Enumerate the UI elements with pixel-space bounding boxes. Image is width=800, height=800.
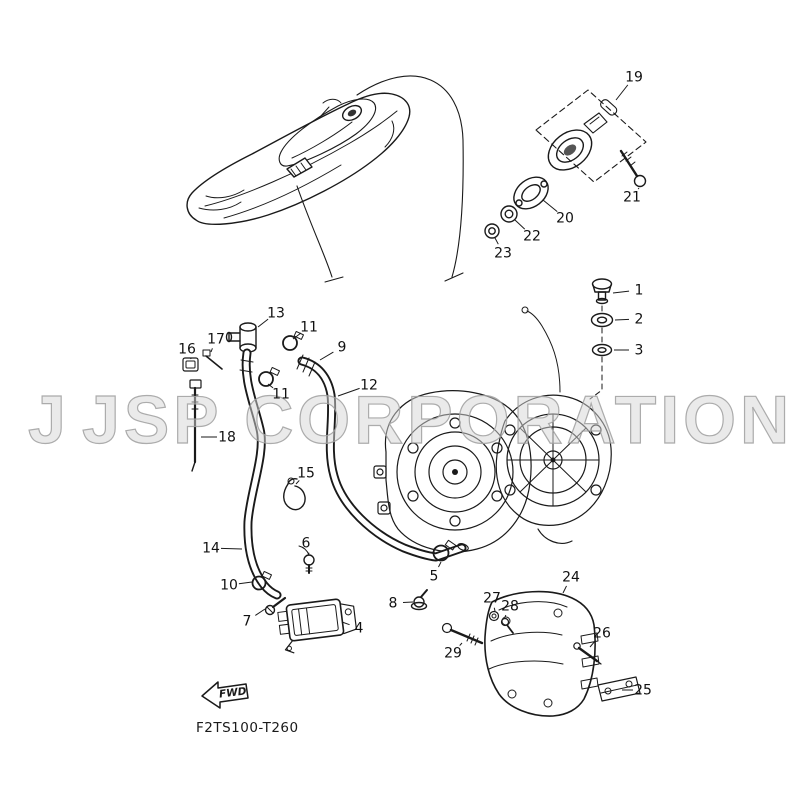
callout-label: 21	[623, 190, 641, 206]
electrical-unit-4	[277, 598, 358, 654]
callout-label: 14	[202, 541, 220, 557]
clamp-11a	[282, 330, 304, 351]
callout-label: 23	[494, 246, 512, 262]
callout-leader	[562, 585, 567, 594]
dashed-kit-box	[535, 89, 647, 183]
hook-15	[283, 477, 306, 511]
screw-28	[500, 617, 514, 634]
bolt-29	[441, 622, 484, 646]
washer-22	[500, 205, 518, 223]
callout-leader	[612, 290, 630, 294]
nut-23	[484, 223, 500, 239]
callout-layer: 1234567891011111213141516171819202122232…	[178, 70, 652, 699]
callout-label: 17	[207, 332, 225, 348]
callout-label: 10	[220, 578, 238, 594]
callout-label: 13	[267, 306, 285, 322]
callout-label: 5	[430, 569, 439, 585]
callout-label: 1	[635, 283, 644, 299]
callout-label: 18	[218, 430, 236, 446]
callout-label: 20	[556, 211, 574, 227]
deck-fitting-part	[341, 104, 363, 122]
callout-label: 4	[355, 621, 364, 637]
callout-label: 7	[243, 614, 252, 630]
callout-leader	[292, 332, 302, 340]
callout-leader	[504, 614, 507, 618]
callout-leader	[210, 348, 213, 353]
fwd-arrow	[201, 681, 249, 709]
callout-leader	[341, 621, 350, 626]
callout-label: 11	[272, 387, 290, 403]
callout-label: 6	[302, 536, 311, 552]
callout-label: 2	[635, 312, 644, 328]
clamp-5	[432, 539, 457, 562]
callout-label: 15	[297, 466, 315, 482]
bracket-group	[441, 590, 641, 717]
washer-27	[488, 610, 500, 622]
callout-leader	[589, 640, 596, 648]
gasket-20	[513, 176, 549, 210]
rivet-1	[591, 278, 613, 305]
reference-curves	[296, 75, 464, 283]
band-18	[189, 379, 202, 472]
clip-16	[182, 357, 199, 372]
jet-ski-illustration	[186, 92, 411, 225]
callout-label: 9	[338, 340, 347, 356]
callout-leader	[542, 199, 558, 213]
fwd-label: FWD	[218, 685, 247, 700]
callout-label: 12	[360, 378, 378, 394]
washer-3	[591, 343, 613, 357]
callout-leader	[493, 607, 496, 612]
callout-leader	[615, 84, 629, 101]
callout-leader	[337, 387, 360, 397]
callout-label: 28	[501, 599, 519, 615]
fastener-group-right	[589, 278, 614, 400]
pump-housing	[373, 306, 612, 553]
callout-leader	[319, 351, 334, 361]
callout-leader	[220, 547, 243, 550]
clamp-10	[251, 570, 272, 591]
clamp-11b	[258, 366, 280, 387]
callout-leader	[267, 383, 274, 389]
screw-7	[264, 596, 287, 616]
callout-label: 27	[483, 591, 501, 607]
callout-label: 16	[178, 342, 196, 358]
callout-leader	[238, 581, 253, 585]
callout-leader	[257, 318, 269, 328]
callout-label: 22	[523, 229, 541, 245]
fitting-13	[225, 322, 257, 353]
grommet-2	[590, 312, 614, 328]
callout-leader	[295, 480, 300, 485]
callout-leader	[459, 642, 463, 646]
bolt-8	[410, 589, 428, 611]
callout-label: 29	[444, 646, 462, 662]
watermark-mark: J	[28, 382, 70, 458]
callout-label: 11	[300, 320, 318, 336]
hull-vent-part	[286, 157, 313, 178]
callout-label: 3	[635, 343, 644, 359]
part-code: F2TS100-T260	[196, 720, 299, 736]
hose-assembly	[182, 322, 469, 616]
plate-bracket-25	[597, 676, 641, 702]
pin-26	[573, 642, 602, 665]
callout-leader	[255, 608, 266, 616]
callout-label: 25	[634, 683, 652, 699]
callout-label: 26	[593, 626, 611, 642]
tie-17	[202, 349, 223, 370]
callout-label: 19	[625, 70, 643, 86]
watermark: J JSP CORPORATION	[27, 381, 793, 458]
outlet-fitting-group	[484, 89, 647, 239]
callout-leader	[614, 318, 630, 321]
bolt-21	[619, 149, 647, 188]
callout-leader	[402, 601, 414, 603]
watermark-text: JSP CORPORATION	[82, 382, 793, 458]
callout-label: 24	[562, 570, 580, 586]
callout-leader	[514, 219, 526, 230]
callout-label: 8	[389, 596, 398, 612]
callout-leader	[438, 561, 442, 568]
callout-leader	[637, 187, 640, 190]
callout-leader	[494, 237, 499, 245]
